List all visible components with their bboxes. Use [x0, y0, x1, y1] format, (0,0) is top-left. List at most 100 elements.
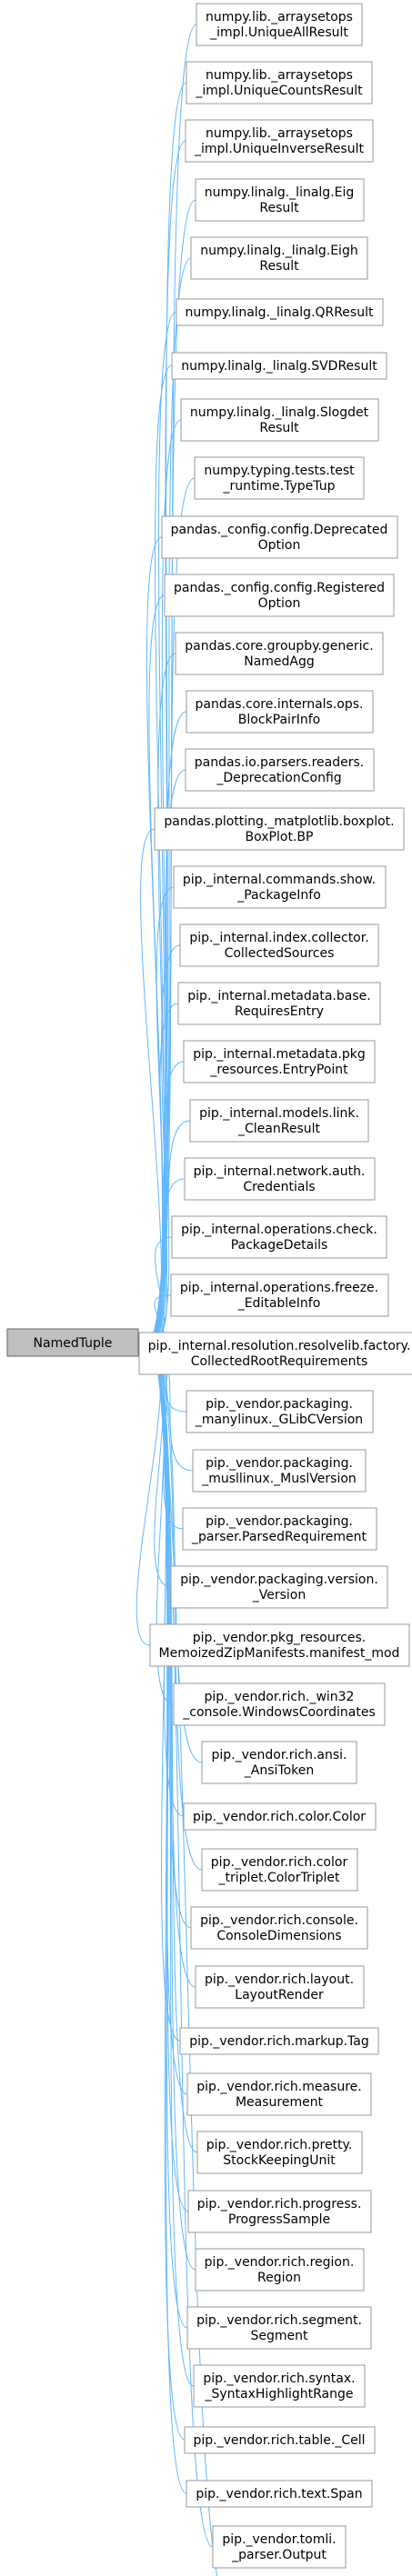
class-node[interactable]: numpy.linalg._linalg.QRResult: [176, 298, 384, 326]
inheritance-edge: [146, 1061, 185, 1343]
class-node-label: _PackageInfo: [236, 888, 321, 903]
class-node-box: [187, 2190, 372, 2233]
class-node[interactable]: pip._vendor.rich.syntax._SyntaxHighlight…: [193, 2364, 366, 2408]
class-node-label: Credentials: [243, 1180, 315, 1194]
class-node-label: MemoizedZipManifests.manifest_mod: [159, 1646, 400, 1661]
class-node-label: pip._vendor.rich.progress.: [197, 2197, 362, 2212]
class-node-label: _resources.EntryPoint: [209, 1063, 348, 1077]
class-node[interactable]: pip._vendor.rich.progress.ProgressSample: [187, 2190, 372, 2233]
class-node-label: pip._internal.operations.freeze.: [180, 1281, 378, 1295]
class-node[interactable]: pip._vendor.rich.markup.Tag: [179, 2027, 379, 2055]
class-node-box: [173, 865, 387, 909]
class-node[interactable]: pandas.plotting._matplotlib.boxplot.BoxP…: [154, 807, 405, 851]
class-node[interactable]: pip._vendor.rich.text.Span: [186, 2480, 373, 2508]
class-node[interactable]: pip._vendor.packaging._musllinux._MuslVe…: [192, 1449, 367, 1493]
class-node-box: [138, 1332, 412, 1375]
class-node-label: _triplet.ColorTriplet: [217, 1871, 340, 1885]
class-node-box: [186, 2306, 372, 2350]
class-node[interactable]: numpy.lib._arraysetops_impl.UniqueAllRes…: [196, 3, 363, 46]
inheritance-edge: [146, 944, 181, 1343]
class-node[interactable]: pip._vendor.rich._win32_console.WindowsC…: [173, 1682, 386, 1726]
class-node-label: _impl.UniqueInverseResult: [194, 142, 364, 156]
class-node[interactable]: pip._vendor.packaging._manylinux._GLibCV…: [186, 1390, 374, 1433]
class-node-box: [185, 119, 374, 163]
class-node[interactable]: numpy.typing.tests.test_runtime.TypeTup: [194, 456, 365, 500]
class-node[interactable]: pip._internal.index.collector.CollectedS…: [179, 924, 379, 967]
class-node-label: pip._vendor.rich.segment.: [196, 2313, 362, 2328]
root-class-box: [6, 1328, 139, 1357]
class-node-label: pip._vendor.pkg_resources.: [193, 1631, 366, 1645]
class-node[interactable]: pandas.io.parsers.readers._DeprecationCo…: [185, 748, 375, 792]
class-node-label: numpy.lib._arraysetops: [206, 126, 353, 141]
class-node[interactable]: pip._vendor.rich.table._Cell: [184, 2426, 376, 2454]
class-node[interactable]: pip._internal.models.link._CleanResult: [189, 1099, 369, 1143]
class-node[interactable]: pip._vendor.tomli._parser.Output: [212, 2525, 347, 2569]
class-node-box: [171, 1215, 387, 1259]
class-node-label: pip._vendor.rich.measure.: [196, 2080, 361, 2094]
class-node[interactable]: pip._vendor.packaging._parser.ParsedRequ…: [182, 1507, 377, 1551]
class-node[interactable]: pip._vendor.rich.measure.Measurement: [186, 2072, 372, 2116]
class-node-label: numpy.linalg._linalg.Slogdet: [190, 405, 369, 420]
class-node[interactable]: pandas.core.groupby.generic.NamedAgg: [175, 632, 384, 675]
class-node[interactable]: pip._vendor.rich.color.Color: [183, 1802, 377, 1831]
class-node[interactable]: pip._vendor.pkg_resources.MemoizedZipMan…: [149, 1623, 410, 1667]
class-node-box: [190, 236, 368, 280]
class-node-box: [192, 1449, 367, 1493]
class-node-box: [186, 2072, 372, 2116]
class-node[interactable]: pip._internal.metadata.pkg_resources.Ent…: [183, 1040, 376, 1083]
class-node[interactable]: pandas.core.internals.ops.BlockPairInfo: [186, 690, 374, 734]
class-node[interactable]: pip._vendor.rich.ansi._AnsiToken: [201, 1741, 357, 1784]
class-node-label: _AnsiToken: [244, 1763, 314, 1778]
class-node-label: _impl.UniqueCountsResult: [195, 84, 363, 98]
class-node[interactable]: pip._vendor.rich.segment.Segment: [186, 2306, 372, 2350]
class-node-label: numpy.lib._arraysetops: [206, 68, 353, 83]
class-node-label: _EditableInfo: [237, 1296, 321, 1311]
class-node[interactable]: pip._internal.operations.check.PackageDe…: [171, 1215, 387, 1259]
class-node[interactable]: pip._internal.network.auth.Credentials: [184, 1157, 376, 1201]
class-node-box: [170, 1273, 389, 1317]
class-node[interactable]: pip._vendor.rich.console.ConsoleDimensio…: [190, 1906, 368, 1950]
root-class-node[interactable]: NamedTuple: [6, 1328, 139, 1357]
class-node[interactable]: pip._vendor.rich.pretty.StockKeepingUnit: [196, 2131, 363, 2174]
class-node-box: [186, 1390, 374, 1433]
class-node[interactable]: pip._internal.commands.show._PackageInfo: [173, 865, 387, 909]
class-node-label: _musllinux._MuslVersion: [201, 1472, 357, 1486]
class-node-label: _parser.Output: [231, 2548, 327, 2562]
class-node[interactable]: numpy.lib._arraysetops_impl.UniqueInvers…: [185, 119, 374, 163]
inheritance-edge: [146, 1120, 191, 1343]
class-node-label: pip._vendor.rich.region.: [205, 2255, 355, 2270]
class-node-label: _impl.UniqueAllResult: [209, 25, 348, 40]
class-node-label: pip._internal.operations.check.: [181, 1223, 377, 1237]
class-node-label: NamedAgg: [244, 654, 315, 669]
inheritance-edge: [146, 1178, 186, 1343]
class-node-label: pip._vendor.rich.layout.: [205, 1972, 354, 1987]
class-node-label: pip._vendor.rich.syntax.: [203, 2371, 355, 2386]
class-node-label: pip._vendor.packaging.: [206, 1397, 353, 1412]
class-node-label: pip._internal.network.auth.: [194, 1164, 366, 1179]
class-node[interactable]: pip._vendor.rich.color_triplet.ColorTrip…: [201, 1848, 358, 1892]
class-node-box: [179, 924, 379, 967]
class-node[interactable]: pip._vendor.packaging.version._Version: [170, 1565, 388, 1609]
class-node-label: ProgressSample: [228, 2212, 330, 2227]
class-node-label: pandas._config.config.Deprecated: [171, 523, 388, 537]
class-node[interactable]: numpy.lib._arraysetops_impl.UniqueCounts…: [186, 61, 373, 105]
class-node[interactable]: numpy.linalg._linalg.SVDResult: [171, 352, 387, 380]
class-node[interactable]: pip._vendor.rich.region.Region: [195, 2248, 365, 2291]
class-node[interactable]: pip._internal.metadata.base.RequiresEntr…: [177, 982, 381, 1025]
class-node-box: [171, 352, 387, 380]
class-node[interactable]: pip._vendor.rich.layout.LayoutRender: [195, 1965, 365, 2009]
root-class-label: NamedTuple: [34, 1336, 113, 1351]
class-node-label: pip._vendor.rich.console.: [200, 1913, 358, 1928]
class-node-label: Result: [259, 259, 299, 274]
class-node[interactable]: pip._internal.resolution.resolvelib.fact…: [138, 1332, 412, 1375]
class-node-box: [184, 1157, 376, 1201]
class-node[interactable]: pip._internal.operations.freeze._Editabl…: [170, 1273, 389, 1317]
class-node-box: [161, 515, 398, 559]
class-node-label: Measurement: [236, 2095, 324, 2110]
